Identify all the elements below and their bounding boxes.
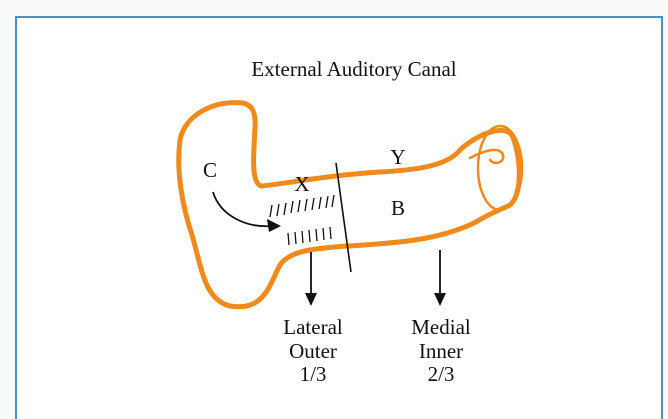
diagram-title: External Auditory Canal <box>251 57 456 81</box>
divider-line <box>336 163 351 272</box>
lateral-caption-2: Outer <box>289 339 337 363</box>
eardrum-ellipse <box>478 126 522 210</box>
malleus-hook <box>470 150 503 163</box>
medial-caption-2: Inner <box>419 339 463 363</box>
label-c: C <box>203 158 217 182</box>
entry-arrow <box>213 192 272 226</box>
label-x: X <box>294 172 309 196</box>
medial-caption-1: Medial <box>411 315 471 339</box>
lateral-caption-3: 1/3 <box>300 362 327 386</box>
label-b: B <box>391 196 405 220</box>
medial-arrowhead <box>434 293 446 306</box>
canal-outline <box>179 103 520 307</box>
medial-caption-3: 2/3 <box>428 362 455 386</box>
entry-arrowhead <box>267 219 281 232</box>
lateral-caption-1: Lateral <box>283 315 343 339</box>
hair-hatching-lower <box>288 227 331 245</box>
hair-hatching-upper <box>270 195 334 217</box>
label-y: Y <box>390 145 405 169</box>
lateral-arrowhead <box>305 293 317 306</box>
